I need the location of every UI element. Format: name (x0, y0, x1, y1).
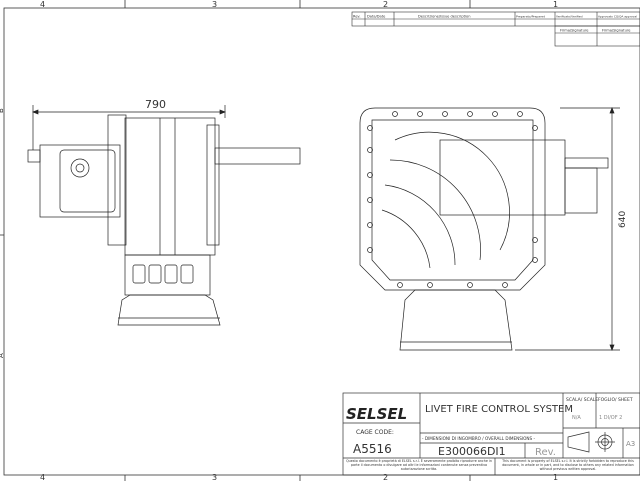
zone-label: 4 (40, 473, 45, 481)
revision-label: Rev. (535, 447, 556, 458)
drawing-subtitle: - DIMENSIONI DI INGOMBRO / OVERALL DIMEN… (422, 436, 536, 441)
italian-notice: Questo documento è proprietà di ELSEL s.… (346, 459, 492, 471)
sheet-value: 1 DI/OF 2 (599, 415, 622, 421)
front-view (359, 107, 620, 351)
signature-label: Firma/Signature (560, 29, 589, 33)
english-notice: This document is property of ELSEL s.r.l… (502, 459, 634, 471)
rev-header: Verificato/Verified (556, 15, 583, 19)
zone-label: 1 (553, 473, 558, 481)
drawing-number: E300066DI1 (438, 445, 506, 458)
cage-code-label: CAGE CODE: (356, 429, 394, 436)
zone-label: 1 (553, 0, 558, 9)
title-block (342, 392, 640, 476)
zone-label: 4 (40, 0, 45, 9)
sheet-label: FOGLIO/ SHEET (598, 397, 633, 403)
rev-header: Data/Date (367, 15, 386, 19)
zone-label: 2 (383, 0, 388, 9)
side-view (27, 105, 301, 326)
height-dimension: 640 (618, 211, 628, 228)
zone-label: A (0, 353, 5, 358)
zone-label: B (0, 108, 5, 113)
company-logo: SELSEL (346, 405, 407, 423)
zone-label: 3 (212, 473, 217, 481)
signature-label: Firma/Signature (602, 29, 631, 33)
rev-header: Preparato/Prepared (516, 15, 545, 19)
width-dimension: 790 (145, 98, 166, 111)
projection-symbol (567, 431, 615, 453)
rev-header: Descrizione/Issue description (418, 15, 471, 19)
rev-header: Approvato CQ/QA approval (598, 15, 637, 19)
bolt-holes (367, 111, 538, 288)
scale-label: SCALA/ SCALE (566, 397, 598, 403)
zone-label: 2 (383, 473, 388, 481)
drawing-title: LIVET FIRE CONTROL SYSTEM (425, 404, 573, 415)
zone-label: 3 (212, 0, 217, 9)
paper-format: A3 (626, 440, 635, 448)
rev-header: Rev. (353, 15, 361, 19)
cage-code: A5516 (353, 442, 392, 456)
revision-table (351, 11, 640, 47)
scale-value: N/A (572, 415, 581, 421)
